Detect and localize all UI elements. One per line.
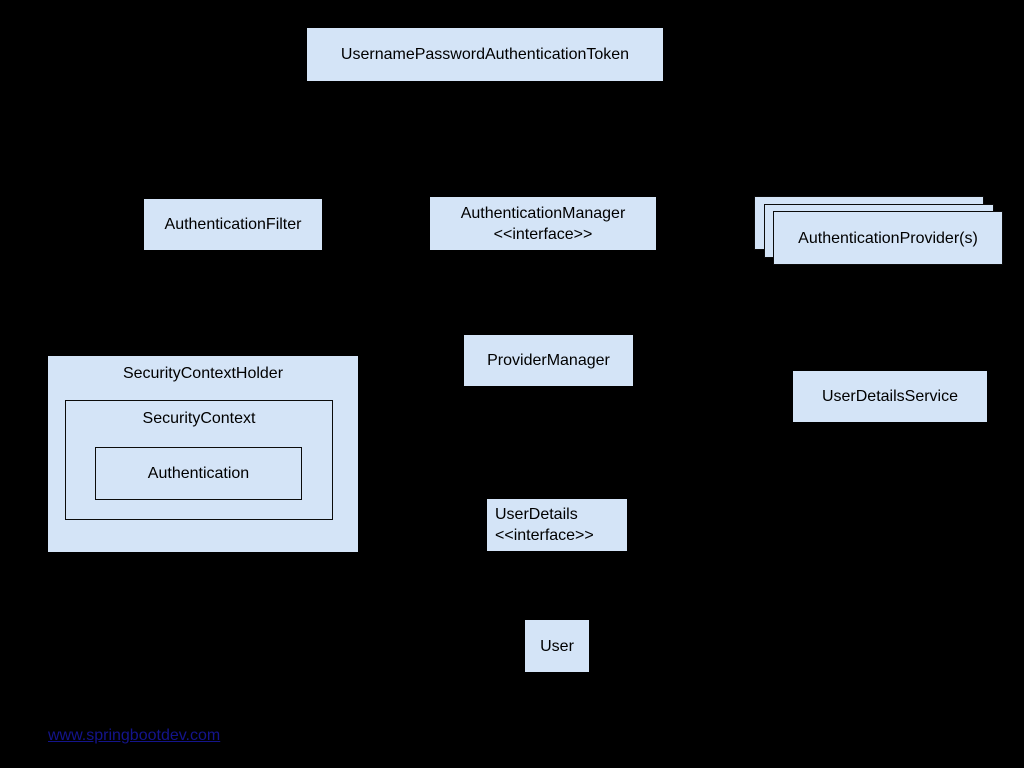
- security-context-holder-label: SecurityContextHolder: [122, 365, 284, 382]
- node-username-password-authentication-token: UsernamePasswordAuthenticationToken: [307, 28, 663, 81]
- node-provider-manager: ProviderManager: [464, 335, 633, 386]
- node-user-details: UserDetails <<interface>>: [487, 499, 627, 551]
- security-context-label: SecurityContext: [142, 410, 256, 427]
- node-authentication-manager: AuthenticationManager <<interface>>: [430, 197, 656, 250]
- footer-link-springbootdev[interactable]: www.springbootdev.com: [48, 727, 221, 744]
- node-authentication-filter: AuthenticationFilter: [144, 199, 322, 250]
- node-user: User: [525, 620, 589, 672]
- node-user-details-service: UserDetailsService: [793, 371, 987, 422]
- node-authentication: Authentication: [95, 447, 302, 500]
- node-authentication-providers: AuthenticationProvider(s): [773, 211, 1003, 265]
